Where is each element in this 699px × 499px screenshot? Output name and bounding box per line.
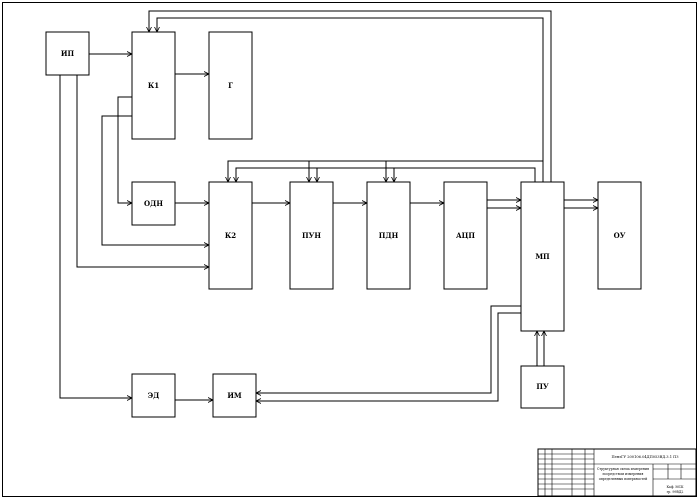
block-k1: К1 (131, 31, 176, 140)
title-block-title-line3: определенных поверхностей (599, 477, 648, 481)
wire-mp-im-b (256, 312, 521, 401)
block-k2-label: К2 (225, 231, 236, 240)
wire-ip-k2 (76, 75, 209, 267)
wire-mp-k1-b (157, 17, 544, 182)
title-block-title-line1: Структурная схема измерения (597, 467, 649, 471)
block-im-label: ИМ (227, 391, 242, 400)
block-pu-label: ПУ (536, 382, 549, 391)
block-pdn-label: ПДН (379, 231, 399, 240)
wire-k1-k2 (101, 115, 209, 245)
wire-k1-odn (117, 96, 132, 203)
block-acp: АЦП (443, 181, 488, 290)
block-ip: ИП (45, 31, 90, 76)
block-pun: ПУН (289, 181, 334, 290)
wire-mp-k1-a (149, 10, 552, 182)
block-ip-label: ИП (61, 49, 75, 58)
title-block-org-line1: Каф. МСК (666, 485, 684, 489)
block-g: Г (208, 31, 253, 140)
block-odn: ОДН (131, 181, 176, 226)
block-g-label: Г (228, 81, 233, 90)
wire-ip-ed (59, 75, 132, 398)
block-mp-label: МП (535, 252, 550, 261)
block-ou-label: ОУ (614, 231, 626, 240)
block-pun-label: ПУН (302, 231, 321, 240)
block-mp: МП (520, 181, 565, 332)
title-block: ПензГУ 200106.04ДП053ВД.3.1 ПЗ Структурн… (537, 448, 697, 497)
title-block-title-line2: посредством измерения (603, 472, 644, 476)
block-acp-label: АЦП (456, 231, 475, 240)
block-k1-label: К1 (148, 81, 159, 90)
title-block-doc-code: ПензГУ 200106.04ДП053ВД.3.1 ПЗ (611, 455, 679, 459)
block-ed: ЭД (131, 373, 176, 418)
connections (59, 10, 598, 401)
block-pdn: ПДН (366, 181, 411, 290)
title-block-org-line2: гр. 99ВД2 (667, 490, 684, 494)
block-im: ИМ (212, 373, 257, 418)
block-ou: ОУ (597, 181, 642, 290)
block-pu: ПУ (520, 365, 565, 409)
block-k2: К2 (208, 181, 253, 290)
block-ed-label: ЭД (148, 391, 160, 400)
block-odn-label: ОДН (144, 199, 163, 208)
wire-mp-im-a (256, 305, 521, 393)
